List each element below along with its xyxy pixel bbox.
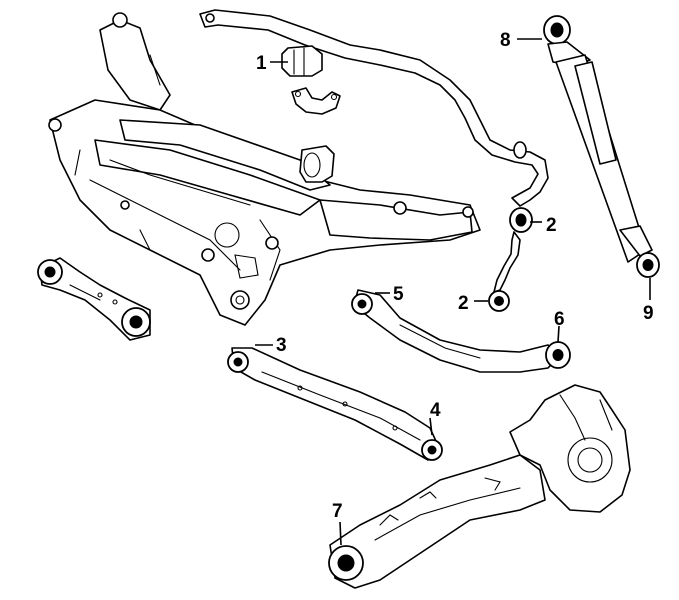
stabilizer-bushing bbox=[281, 45, 323, 77]
callout-7: 7 bbox=[332, 501, 343, 522]
callout-2-lower: 2 bbox=[458, 293, 469, 314]
lower-link bbox=[227, 347, 443, 461]
callout-2-upper: 2 bbox=[546, 215, 557, 236]
callout-3: 3 bbox=[276, 335, 287, 356]
shock-absorber bbox=[543, 15, 660, 278]
callout-5: 5 bbox=[393, 284, 404, 305]
callout-4: 4 bbox=[430, 400, 441, 421]
leader-lines bbox=[255, 38, 651, 546]
callout-9: 9 bbox=[643, 303, 654, 324]
callout-6: 6 bbox=[554, 309, 565, 330]
rear-subframe bbox=[48, 12, 481, 326]
trailing-arm bbox=[328, 454, 546, 589]
callout-8: 8 bbox=[500, 30, 511, 51]
callout-1: 1 bbox=[256, 53, 267, 74]
upper-control-arm bbox=[351, 289, 571, 373]
stabilizer-clamp bbox=[291, 87, 341, 115]
left-lower-arm bbox=[37, 257, 151, 341]
stabilizer-bar bbox=[199, 9, 549, 207]
rear-knuckle bbox=[509, 384, 631, 513]
stabilizer-link bbox=[488, 207, 533, 312]
frame-mount-bushing bbox=[299, 145, 335, 183]
